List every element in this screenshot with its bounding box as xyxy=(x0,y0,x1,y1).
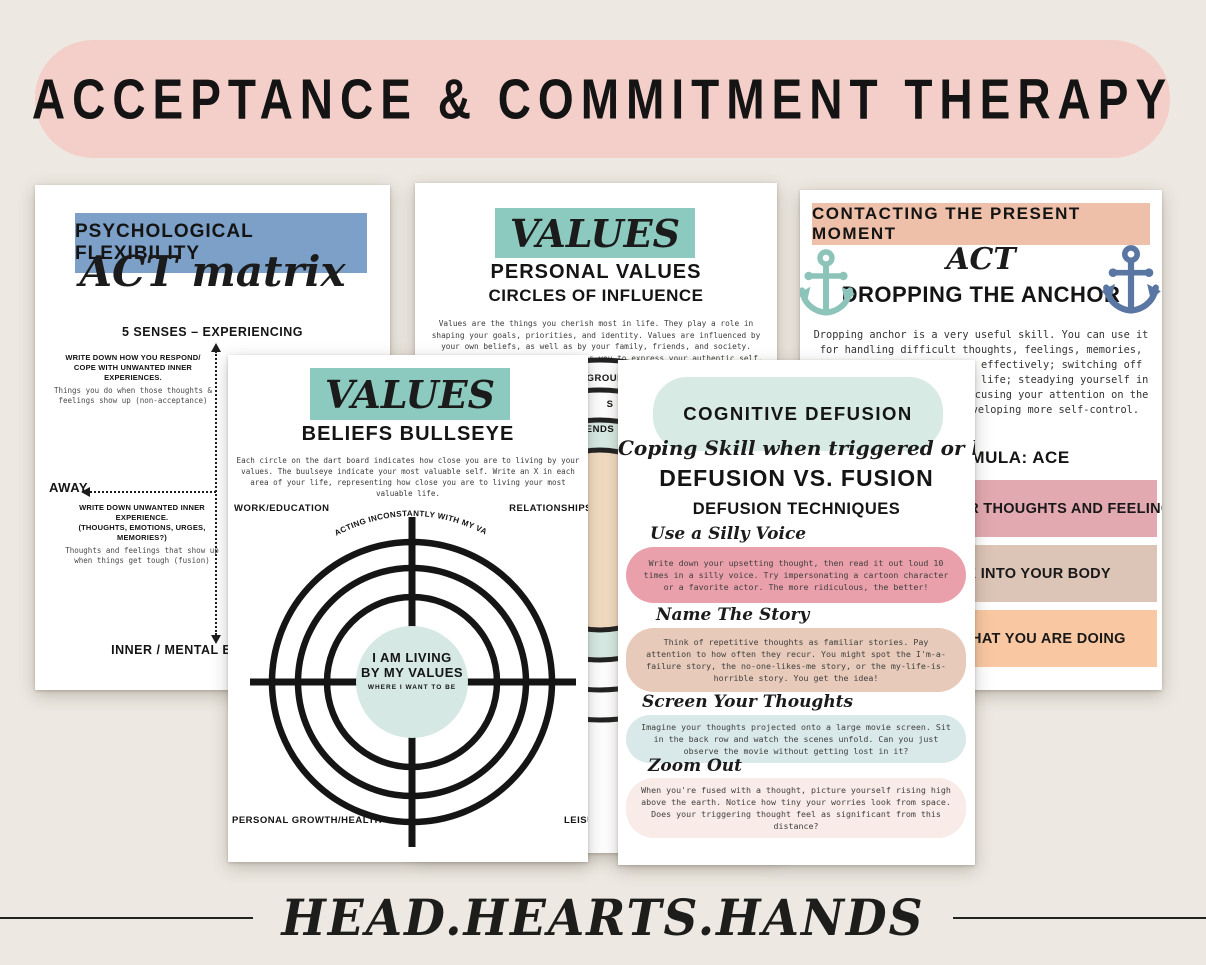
inner-heading-line2: (THOUGHTS, EMOTIONS, URGES, MEMORIES?) xyxy=(78,523,206,542)
brand-logo-text: HEAD.HEARTS.HANDS xyxy=(281,889,925,947)
values-header-box: VALUES xyxy=(495,208,695,258)
values-header-script: VALUES xyxy=(509,210,681,256)
arrow-down-icon xyxy=(211,635,221,644)
anchor-icon xyxy=(1101,245,1161,314)
worksheet-cognitive-defusion: COGNITIVE DEFUSION Coping Skill when tri… xyxy=(618,360,975,865)
main-title: ACCEPTANCE & COMMITMENT THERAPY xyxy=(31,67,1174,131)
dropping-anchor-title: DROPPING THE ANCHOR xyxy=(841,282,1121,307)
technique-text: Think of repetitive thoughts as familiar… xyxy=(646,637,946,683)
bullseye-label-leisure: LEISURE xyxy=(564,815,588,826)
arrow-up-icon xyxy=(211,343,221,352)
defusion-vs-fusion-title: DEFUSION VS. FUSION xyxy=(659,465,934,491)
technique-box-name-the-story: Think of repetitive thoughts as familiar… xyxy=(626,628,966,692)
bullseye-header-box: VALUES xyxy=(310,368,510,420)
beliefs-bullseye-title: BELIEFS BULLSEYE xyxy=(301,423,515,445)
defusion-script-line: Coping Skill when triggered or lost in t… xyxy=(618,436,975,460)
technique-name-zoom-out: Zoom Out xyxy=(648,756,743,776)
technique-name-name-the-story: Name The Story xyxy=(656,605,810,625)
matrix-inner-block: WRITE DOWN UNWANTED INNER EXPERIENCE. (T… xyxy=(57,503,227,566)
away-heading-line2: COPE WITH UNWANTED INNER EXPERIENCES. xyxy=(73,363,193,382)
technique-text: Write down your upsetting thought, then … xyxy=(643,558,949,592)
technique-name-screen-your-thoughts: Screen Your Thoughts xyxy=(642,692,854,712)
personal-values-title: PERSONAL VALUES xyxy=(490,261,702,283)
arrow-left-icon xyxy=(81,487,90,497)
circles-of-influence-subtitle: CIRCLES OF INFLUENCE xyxy=(488,286,704,305)
act-matrix-script: ACT matrix xyxy=(79,247,346,296)
cognitive-defusion-header: COGNITIVE DEFUSION xyxy=(683,403,913,424)
away-heading-line1: WRITE DOWN HOW YOU RESPOND/ xyxy=(65,353,201,362)
technique-text: When you're fused with a thought, pictur… xyxy=(641,785,951,831)
defusion-techniques-subtitle: DEFUSION TECHNIQUES xyxy=(692,500,901,518)
inner-heading-line1: WRITE DOWN UNWANTED INNER EXPERIENCE. xyxy=(79,503,205,522)
bullseye-target-diagram xyxy=(250,517,576,847)
center-line1: I AM LIVING xyxy=(372,650,452,665)
matrix-axis-top-label: 5 SENSES – EXPERIENCING xyxy=(121,325,303,339)
ring-label-inner: ENDS xyxy=(585,424,615,435)
center-line2: BY MY VALUES xyxy=(360,665,464,680)
technique-box-zoom-out: When you're fused with a thought, pictur… xyxy=(626,778,966,838)
vertical-dotted-axis xyxy=(215,351,217,635)
technique-name-silly-voice: Use a Silly Voice xyxy=(650,524,807,544)
inner-note: Thoughts and feelings that show up when … xyxy=(65,546,219,565)
horizontal-dotted-axis xyxy=(90,491,216,493)
center-caption: WHERE I WANT TO BE xyxy=(367,684,457,691)
matrix-axis-left-label: AWAY xyxy=(49,480,89,495)
present-moment-header: CONTACTING THE PRESENT MOMENT xyxy=(812,204,1081,243)
title-banner: ACCEPTANCE & COMMITMENT THERAPY xyxy=(31,40,1174,158)
away-note: Things you do when those thoughts & feel… xyxy=(53,386,213,405)
bullseye-label-relationships: RELATIONSHIPS xyxy=(509,503,588,514)
bullseye-header-script: VALUES xyxy=(324,371,496,417)
anchor-icon xyxy=(800,249,855,316)
ring-label-outer: H GROUP xyxy=(576,373,624,384)
present-moment-header-box: CONTACTING THE PRESENT MOMENT xyxy=(812,203,1150,245)
bullseye-label-work-education: WORK/EDUCATION xyxy=(234,503,330,514)
technique-text: Imagine your thoughts projected onto a l… xyxy=(641,722,951,756)
ring-label-middle: S xyxy=(606,399,614,410)
bullseye-label-personal-growth: PERSONAL GROWTH/HEALTH xyxy=(232,815,382,826)
footer-brand-row: HEAD.HEARTS.HANDS xyxy=(0,878,1206,958)
defusion-header-box: COGNITIVE DEFUSION xyxy=(653,377,943,451)
worksheet-beliefs-bullseye: VALUES BELIEFS BULLSEYE Each circle on t… xyxy=(228,355,588,862)
matrix-title: PSYCHOLOGICAL FLEXIBILITY xyxy=(75,221,254,264)
act-script: ACT xyxy=(946,242,1016,277)
matrix-header-box: PSYCHOLOGICAL FLEXIBILITY xyxy=(75,213,367,273)
footer-left-rule xyxy=(0,916,254,920)
bullseye-body: Each circle on the dart board indicates … xyxy=(236,456,580,498)
footer-right-rule xyxy=(952,916,1206,920)
bullseye-center-text: I AM LIVING BY MY VALUES WHERE I WANT TO… xyxy=(342,650,482,691)
technique-box-silly-voice: Write down your upsetting thought, then … xyxy=(626,547,966,603)
matrix-away-block: WRITE DOWN HOW YOU RESPOND/ COPE WITH UN… xyxy=(53,353,213,406)
technique-box-screen-your-thoughts: Imagine your thoughts projected onto a l… xyxy=(626,715,966,763)
